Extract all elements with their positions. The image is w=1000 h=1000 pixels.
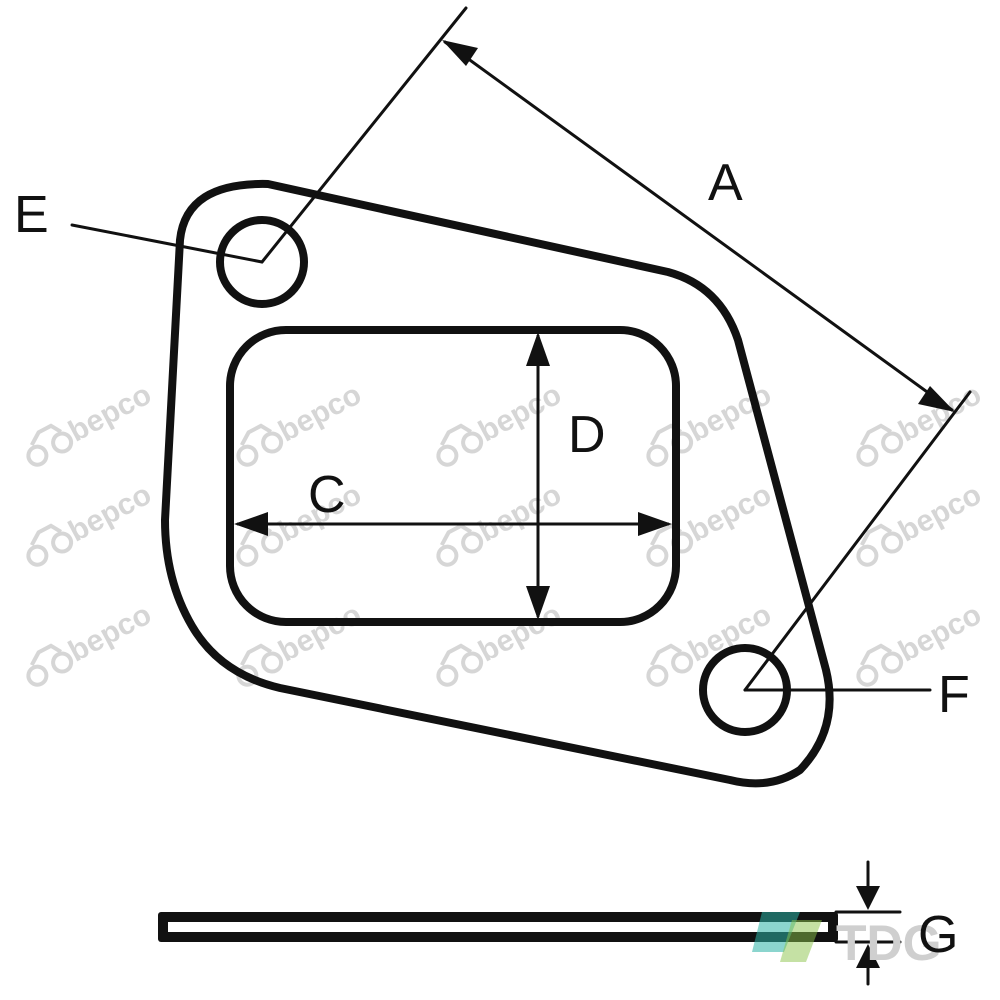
label-d: D [568,406,606,464]
gasket-side-profile-inner [168,922,828,932]
tractor-icon [850,521,904,568]
inner-port [226,326,680,626]
tractor-icon [640,421,694,468]
tractor-icon [640,641,694,688]
label-a: A [708,154,743,212]
tractor-icon [230,421,284,468]
label-f: F [938,666,970,724]
tractor-icon [20,421,74,468]
dimension-c-arrow-right [638,512,672,536]
watermark-12: bepco [430,598,567,692]
dimension-a-arrow-start [442,40,478,66]
watermark-text: bepco [63,598,157,669]
watermark-text: bepco [893,378,987,449]
watermark-text: bepco [63,478,157,549]
watermark-text: bepco [893,478,987,549]
dimension-a-arrow-end [918,386,955,412]
watermark-5: bepco [20,478,157,572]
watermark-text: bepco [473,378,567,449]
label-c: C [308,466,346,524]
watermark-3: bepco [640,378,777,472]
dimension-c-arrow-left [234,512,268,536]
watermark-0: bepco [20,378,157,472]
tractor-icon [20,521,74,568]
tractor-icon [430,641,484,688]
watermark-text: bepco [473,598,567,669]
label-g: G [918,906,958,964]
watermark-10: bepco [20,598,157,692]
dimension-d-arrow-top [526,332,550,366]
tractor-icon [430,421,484,468]
dimension-g-arrow-top [856,886,880,910]
watermark-text: bepco [273,378,367,449]
bolt-hole-e [216,216,308,308]
gasket-outline [161,179,834,788]
dimension-a-line [443,40,954,412]
label-e: E [14,186,49,244]
watermark-text: bepco [683,598,777,669]
watermark-1: bepco [230,378,367,472]
dimension-g-arrow-bottom [856,944,880,968]
leader-e [70,223,264,264]
tractor-icon [20,641,74,688]
watermark-4: bepco [850,378,987,472]
watermark-text: bepco [273,598,367,669]
tdg-logo-icon: TDG [752,912,942,971]
tractor-icon [850,421,904,468]
watermark-2: bepco [430,378,567,472]
dimension-a-extension-bottom [743,390,972,692]
watermark-text: bepco [473,478,567,549]
watermark-text: bepco [893,598,987,669]
tdg-logo-text: TDG [836,915,942,971]
dimension-a-extension-top [260,6,468,264]
watermark-text: bepco [683,478,777,549]
dimension-d-arrow-bottom [526,586,550,620]
watermark-text: bepco [63,378,157,449]
tractor-icon [850,641,904,688]
tractor-icon [430,521,484,568]
